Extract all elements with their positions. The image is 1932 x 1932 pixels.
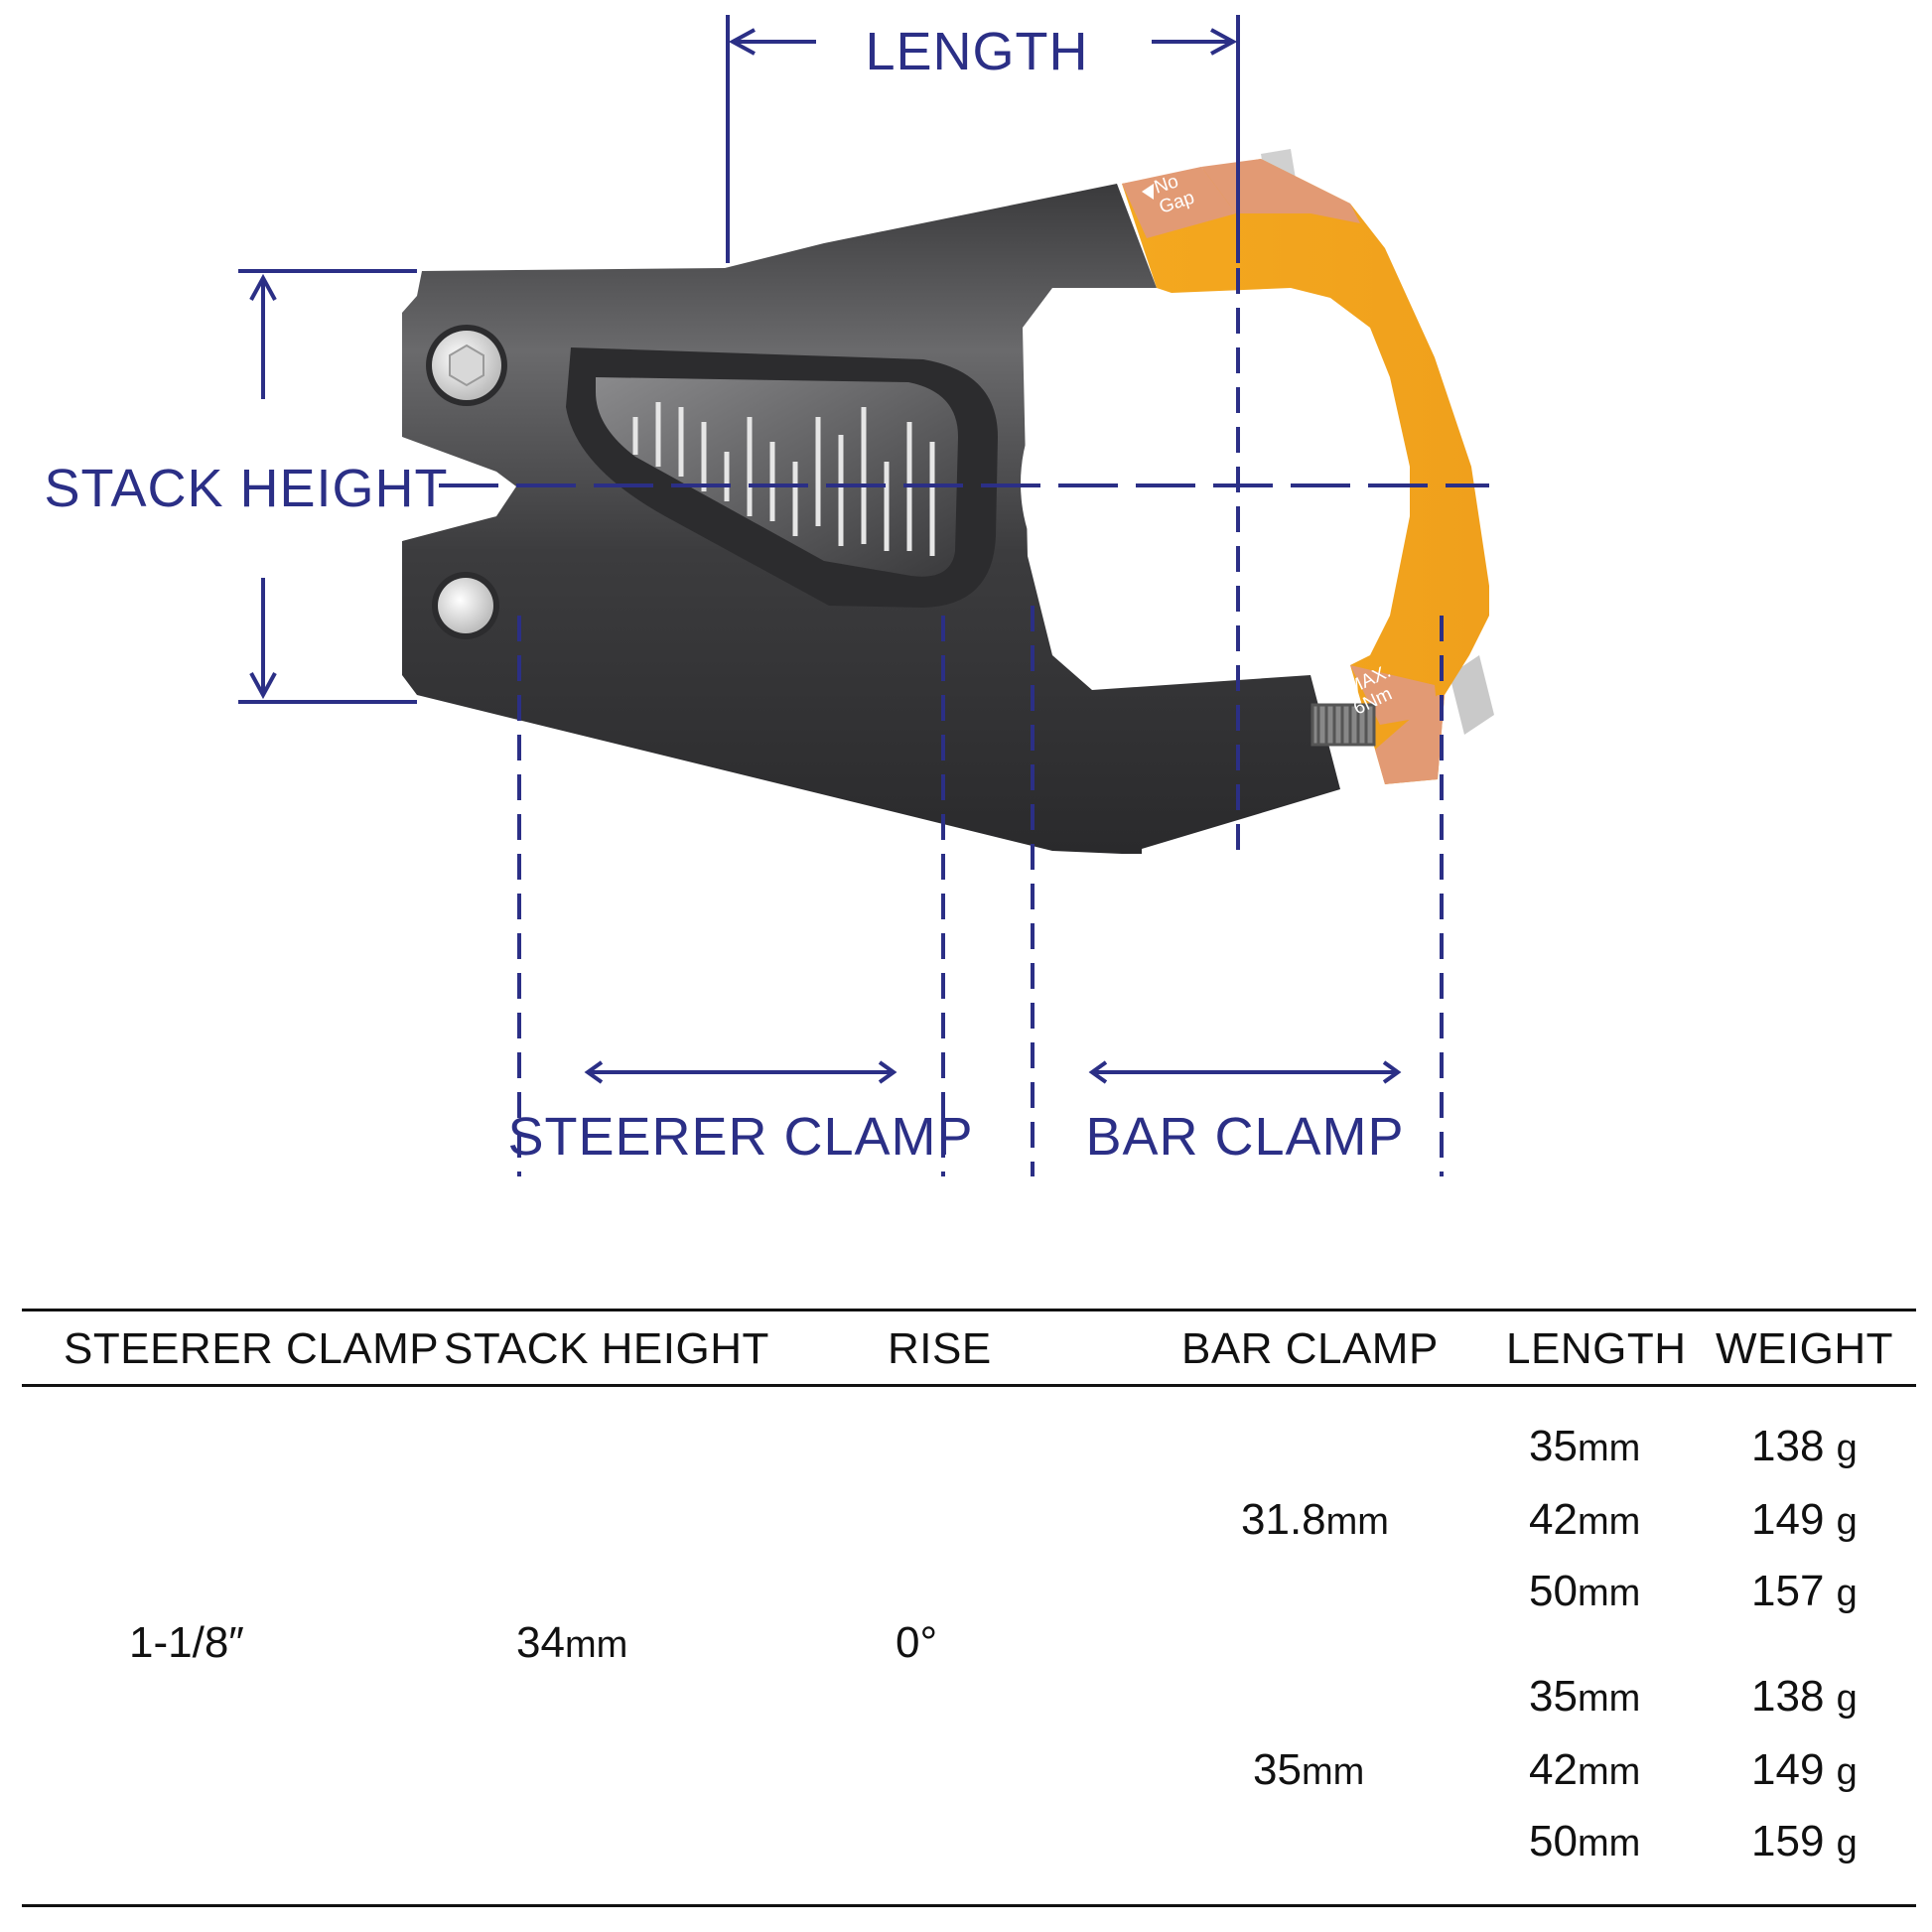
length-number: 42 (1529, 1495, 1578, 1544)
weight-unit: g (1836, 1751, 1858, 1793)
header-bar-clamp: BAR CLAMP (1181, 1324, 1439, 1373)
header-bottom-rule (22, 1384, 1916, 1387)
length-number: 50 (1529, 1817, 1578, 1865)
weight-value: 138 g (1751, 1672, 1858, 1722)
length-unit: mm (1577, 1501, 1641, 1543)
steerer-arrow-left-icon (584, 1060, 604, 1084)
weight-value: 149 g (1751, 1745, 1858, 1795)
weight-number: 138 (1751, 1422, 1825, 1470)
weight-unit: g (1836, 1428, 1858, 1469)
bar-arrow-left-icon (1088, 1060, 1108, 1084)
steerer-clamp-label: STEERER CLAMP (507, 1107, 973, 1167)
weight-unit: g (1836, 1501, 1858, 1543)
steerer-arrow-right-icon (878, 1060, 897, 1084)
steerer-bolt-top (426, 325, 507, 406)
length-arrow-left-icon (728, 28, 756, 56)
length-number: 42 (1529, 1745, 1578, 1794)
stack-height-dimension: STACK HEIGHT (44, 269, 448, 704)
length-value: 42mm (1529, 1495, 1640, 1545)
stack-height-unit: mm (564, 1624, 628, 1666)
weight-number: 138 (1751, 1672, 1825, 1721)
table-top-rule (22, 1309, 1916, 1311)
length-unit: mm (1577, 1573, 1641, 1614)
header-weight: WEIGHT (1716, 1324, 1893, 1373)
length-arrow-right-icon (1210, 28, 1238, 56)
length-unit: mm (1577, 1751, 1641, 1793)
clamp-bolt-thread (1311, 703, 1376, 747)
stem-dimension-diagram: No Gap MAX. 6Nm LENGTH STACK HEIGHT (44, 15, 1494, 1176)
spec-table: STEERER CLAMP STACK HEIGHT RISE BAR CLAM… (22, 1309, 1916, 1908)
stack-arrow-down-icon (249, 672, 277, 700)
stack-height-label: STACK HEIGHT (44, 459, 448, 518)
length-dimension: LENGTH (726, 15, 1240, 263)
header-steerer-clamp: STEERER CLAMP (64, 1324, 440, 1373)
weight-value: 157 g (1751, 1567, 1858, 1616)
length-number: 50 (1529, 1567, 1578, 1615)
table-bottom-rule (22, 1904, 1916, 1907)
length-value: 42mm (1529, 1745, 1640, 1795)
bar-clamp-dimension: BAR CLAMP (1031, 606, 1444, 1176)
stack-height-value: 34mm (516, 1618, 627, 1668)
bar-clamp-label: BAR CLAMP (1085, 1107, 1404, 1167)
length-unit: mm (1577, 1678, 1641, 1720)
weight-value: 138 g (1751, 1422, 1858, 1471)
weight-unit: g (1836, 1823, 1858, 1864)
weight-value: 159 g (1751, 1817, 1858, 1866)
length-unit: mm (1577, 1823, 1641, 1864)
steerer-clamp-dimension: STEERER CLAMP (507, 616, 973, 1176)
length-value: 35mm (1529, 1672, 1640, 1722)
steerer-bolt-bottom (432, 572, 499, 639)
length-label: LENGTH (865, 22, 1088, 81)
length-value: 50mm (1529, 1567, 1640, 1616)
bar-clamp-value: 35mm (1253, 1745, 1364, 1795)
weight-value: 149 g (1751, 1495, 1858, 1545)
no-gap-arrow-icon (1142, 184, 1154, 200)
bar-clamp-number: 31.8 (1241, 1495, 1326, 1544)
weight-number: 149 (1751, 1745, 1825, 1794)
stack-height-number: 34 (516, 1618, 565, 1667)
header-stack-height: STACK HEIGHT (444, 1324, 769, 1373)
length-value: 35mm (1529, 1422, 1640, 1471)
rise-value: 0° (896, 1618, 938, 1667)
length-value: 50mm (1529, 1817, 1640, 1866)
bar-clamp-value: 31.8mm (1241, 1495, 1389, 1545)
faceplate: No Gap MAX. 6Nm (1122, 149, 1494, 784)
bar-arrow-right-icon (1382, 1060, 1402, 1084)
steerer-clamp-value: 1-1/8″ (129, 1618, 244, 1667)
bar-clamp-unit: mm (1325, 1501, 1389, 1543)
length-unit: mm (1577, 1428, 1641, 1469)
length-number: 35 (1529, 1672, 1578, 1721)
stem-body (402, 184, 1340, 854)
weight-number: 157 (1751, 1567, 1825, 1615)
weight-unit: g (1836, 1573, 1858, 1614)
bar-clamp-number: 35 (1253, 1745, 1302, 1794)
header-length: LENGTH (1506, 1324, 1687, 1373)
weight-unit: g (1836, 1678, 1858, 1720)
weight-number: 149 (1751, 1495, 1825, 1544)
length-number: 35 (1529, 1422, 1578, 1470)
bar-clamp-unit: mm (1301, 1751, 1365, 1793)
header-rise: RISE (888, 1324, 992, 1373)
weight-number: 159 (1751, 1817, 1825, 1865)
stack-arrow-up-icon (249, 273, 277, 301)
